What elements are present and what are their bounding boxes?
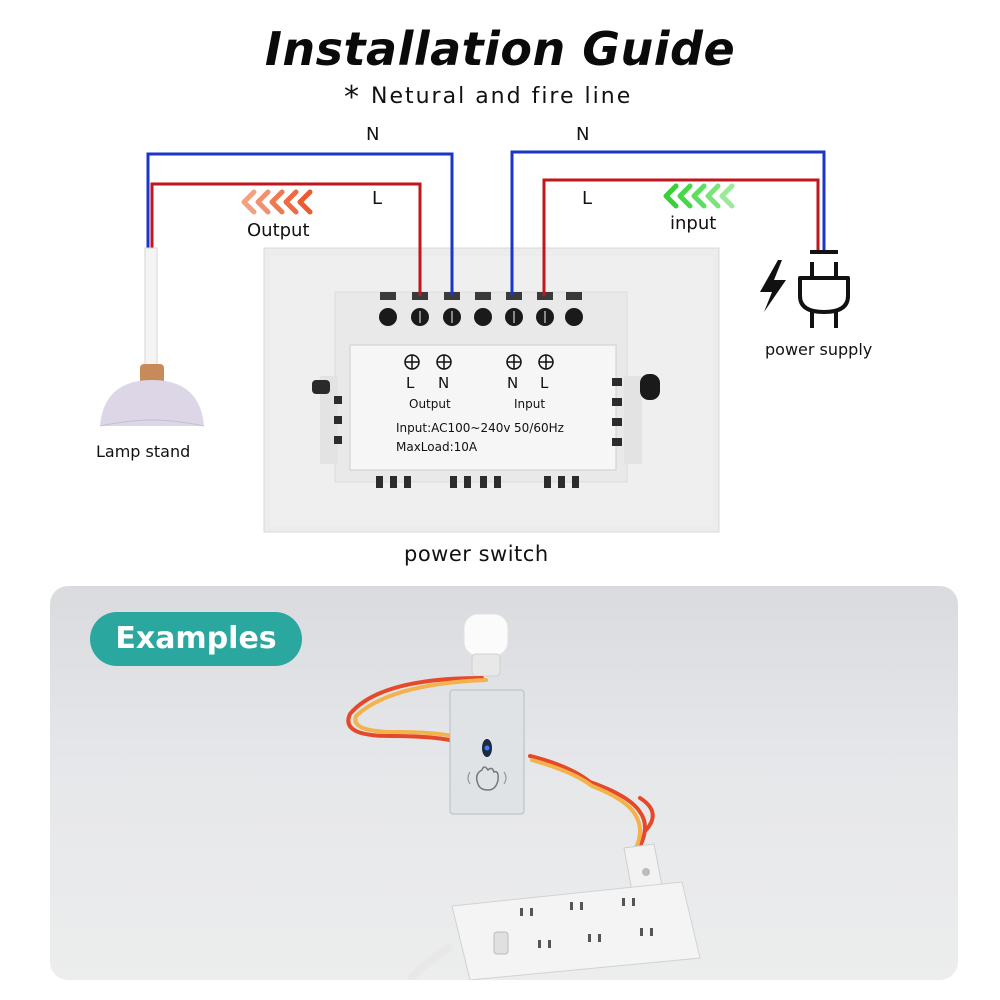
- input-arrows-icon: [663, 183, 735, 209]
- input-label: input: [670, 213, 717, 234]
- left-live-label: L: [372, 188, 383, 209]
- plug-icon: [798, 250, 850, 328]
- switch-plate: [449, 689, 525, 815]
- sticker-terminal-l1: L: [406, 374, 415, 392]
- sticker-spec-freq: 50/60Hz: [514, 421, 564, 435]
- sticker-terminal-symbols: [404, 354, 554, 370]
- wiring-note-text: Netural and fire line: [371, 84, 633, 109]
- terminal-screws: [379, 308, 583, 326]
- sticker-terminal-l2: L: [540, 374, 549, 392]
- right-live-label: L: [582, 188, 593, 209]
- sticker-output-label: Output: [409, 397, 451, 411]
- wiring-note: * Netural and fire line: [344, 80, 632, 115]
- examples-badge: Examples: [90, 612, 302, 666]
- lightning-icon: [760, 260, 786, 312]
- bulb-icon: [463, 613, 509, 677]
- sticker-spec-input: Input:AC100~240v: [396, 421, 511, 435]
- sticker-terminal-n1: N: [438, 374, 450, 392]
- sticker-terminal-n2: N: [507, 374, 519, 392]
- neutral-wire-right: [510, 150, 826, 296]
- live-wire-right: [542, 178, 820, 296]
- right-neutral-label: N: [576, 124, 590, 145]
- wiring-diagram: [99, 150, 850, 533]
- output-label: Output: [247, 220, 310, 241]
- lamp-stand-label: Lamp stand: [96, 442, 191, 461]
- page-title: Installation Guide: [264, 22, 736, 76]
- left-neutral-label: N: [366, 124, 380, 145]
- power-strip: [406, 881, 701, 980]
- examples-scene: [346, 613, 701, 980]
- twisted-wire: [346, 676, 655, 850]
- live-wire-left: [150, 182, 422, 296]
- neutral-wire-left: [146, 152, 454, 296]
- switch-back-panel: [263, 247, 720, 533]
- asterisk-icon: *: [344, 80, 361, 115]
- sticker-spec-load: MaxLoad:10A: [396, 440, 478, 454]
- power-switch-label: power switch: [404, 542, 549, 566]
- lamp-icon: [99, 247, 205, 427]
- sticker-input-label: Input: [514, 397, 546, 411]
- power-supply-label: power supply: [765, 340, 873, 359]
- output-arrows-icon: [241, 189, 313, 215]
